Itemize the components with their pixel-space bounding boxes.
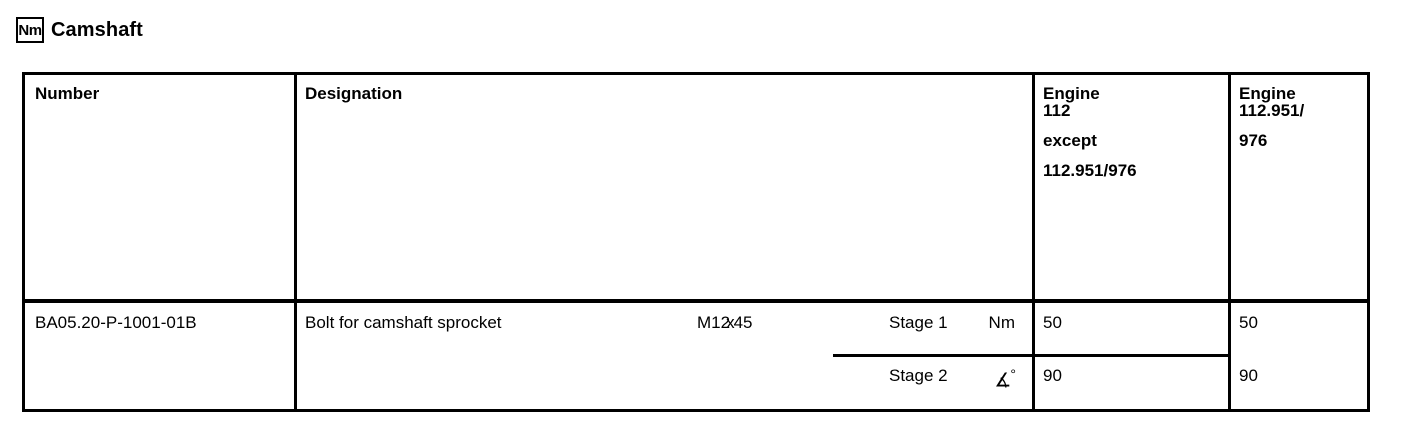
angle-icon: ∡ — [994, 370, 1011, 392]
engine-1-line-3: except — [1043, 131, 1097, 150]
column-divider-1 — [294, 75, 297, 299]
cell-stage-label: Stage 1 — [889, 313, 948, 332]
page-title: Camshaft — [51, 18, 143, 41]
column-header-number: Number — [35, 84, 100, 103]
cell-value-engine-1: 90 — [1043, 366, 1062, 385]
cell-part-number: BA05.20-P-1001-01B — [35, 313, 197, 332]
cell-value-engine-1: 50 — [1043, 313, 1062, 332]
engine-1-line-2: 112 — [1043, 101, 1071, 120]
column-header-designation: Designation — [305, 84, 403, 103]
cell-stage-label: Stage 2 — [889, 366, 948, 385]
bolt-size-x: x — [726, 313, 735, 332]
bolt-size-length: 45 — [733, 313, 753, 332]
column-divider-3 — [1228, 75, 1231, 299]
table-header-row: Number Designation Engine 112 except 112… — [25, 75, 1367, 303]
cell-value-engine-2: 90 — [1239, 366, 1258, 385]
engine-2-line-2: 112.951/ — [1239, 101, 1305, 120]
engine-2-line-3: 976 — [1239, 131, 1268, 150]
engine-1-line-1: Engine — [1043, 84, 1100, 103]
newton-meter-icon: Nm — [16, 17, 44, 43]
table-row: BA05.20-P-1001-01B Bolt for camshaft spr… — [25, 303, 1367, 356]
column-header-engine-112-except: Engine 112 except 112.951/976 — [1043, 85, 1223, 179]
cell-unit-newton-meter: Nm — [988, 313, 1015, 332]
bolt-size-diameter: M12 — [697, 313, 731, 332]
engine-2-line-1: Engine — [1239, 84, 1296, 103]
torque-specification-table: Number Designation Engine 112 except 112… — [22, 72, 1370, 412]
cell-unit-angle-degrees: ∡° — [994, 366, 1016, 392]
cell-designation: Bolt for camshaft sprocket — [305, 313, 502, 332]
document-title-block: Nm Camshaft — [16, 17, 143, 43]
column-divider-1-body — [294, 303, 297, 409]
column-divider-2 — [1032, 75, 1035, 299]
cell-bolt-size: M12x45 — [697, 313, 753, 333]
stage-divider-line — [833, 354, 1229, 357]
table-body: BA05.20-P-1001-01B Bolt for camshaft spr… — [25, 303, 1367, 409]
column-header-engine-112-951-976: Engine 112.951/ 976 — [1239, 85, 1369, 149]
engine-1-line-4: 112.951/976 — [1043, 161, 1137, 180]
degree-icon: ° — [1010, 366, 1016, 382]
table-row: Stage 2 ∡° 90 90 — [25, 356, 1367, 409]
cell-value-engine-2: 50 — [1239, 313, 1258, 332]
column-divider-3-body — [1228, 303, 1231, 409]
